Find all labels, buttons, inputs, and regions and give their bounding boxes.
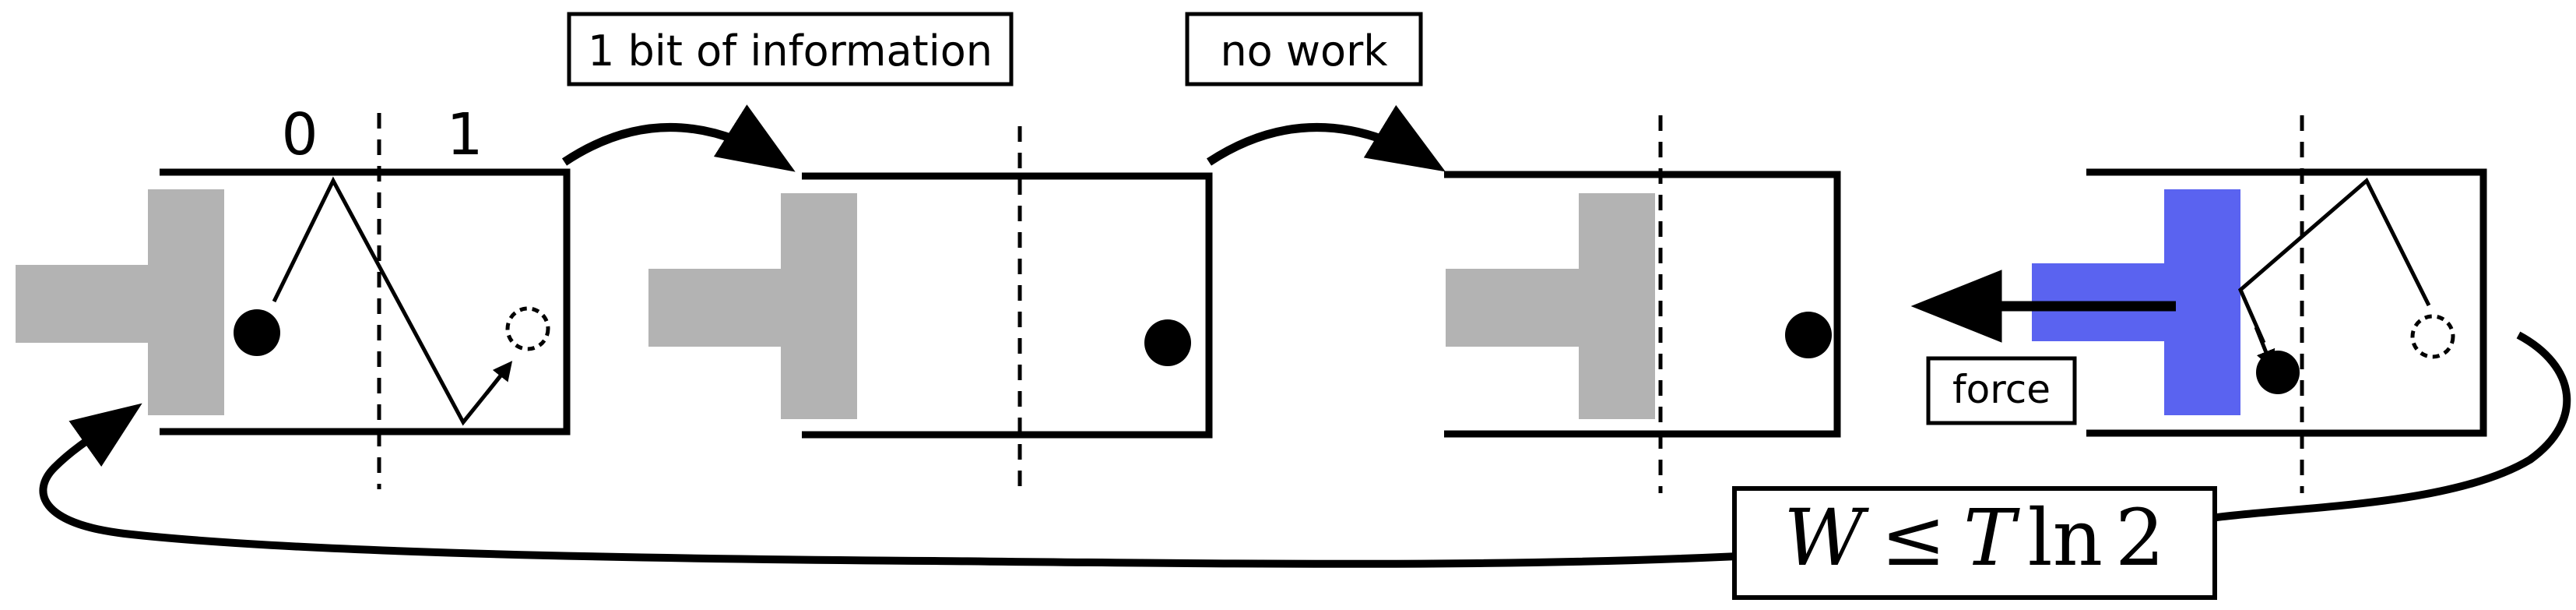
force-label-box: force	[1926, 356, 2077, 425]
cylinder-3-walls	[1444, 171, 1841, 438]
no-work-label-text: no work	[1220, 26, 1388, 76]
piston-1-head	[148, 189, 224, 415]
piston-2-head	[781, 193, 857, 419]
stage-1-cylinder: 0 1	[16, 101, 571, 489]
eq-two: 2	[2115, 492, 2165, 584]
no-work-label-box: no work	[1185, 12, 1423, 86]
eq-leq: ≤	[1881, 492, 1946, 584]
molecule-4-trajectory	[2237, 178, 2431, 344]
force-label-text: force	[1952, 367, 2051, 412]
eq-ln: ln	[2028, 492, 2103, 584]
molecule-3	[1785, 312, 1832, 358]
bit-label-1: 1	[446, 101, 483, 168]
molecule-2	[1144, 319, 1191, 366]
feedback-loop-arrow-icon	[39, 331, 2571, 568]
piston-3-head	[1579, 193, 1655, 419]
piston-3-rod	[1446, 269, 1594, 347]
molecule-4-ghost	[2410, 314, 2455, 359]
info-label-text: 1 bit of information	[588, 26, 993, 76]
curved-arrow-right-icon	[561, 104, 796, 172]
stage-2-cylinder	[648, 126, 1213, 493]
stage-3-cylinder	[1444, 115, 1841, 493]
bit-label-0: 0	[281, 101, 318, 168]
eq-t: T	[1963, 492, 2020, 584]
curved-arrow-right-icon	[1206, 104, 1446, 172]
cylinder-1-walls	[160, 168, 571, 435]
piston-1-rod	[16, 265, 156, 343]
info-label-box: 1 bit of information	[567, 12, 1014, 86]
molecule-1-trajectory	[272, 176, 504, 426]
trajectory-1-arrow-icon	[485, 361, 513, 395]
piston-4-head	[2164, 189, 2240, 415]
eq-w: W	[1784, 492, 1869, 584]
stage-4-cylinder: force	[1910, 115, 2487, 493]
molecule-1	[234, 309, 280, 356]
molecule-4	[2256, 351, 2300, 394]
piston-2-rod	[648, 269, 796, 347]
molecule-1-ghost	[505, 306, 550, 351]
cylinder-2-walls	[802, 172, 1213, 439]
cylinder-4-walls	[2086, 168, 2487, 437]
